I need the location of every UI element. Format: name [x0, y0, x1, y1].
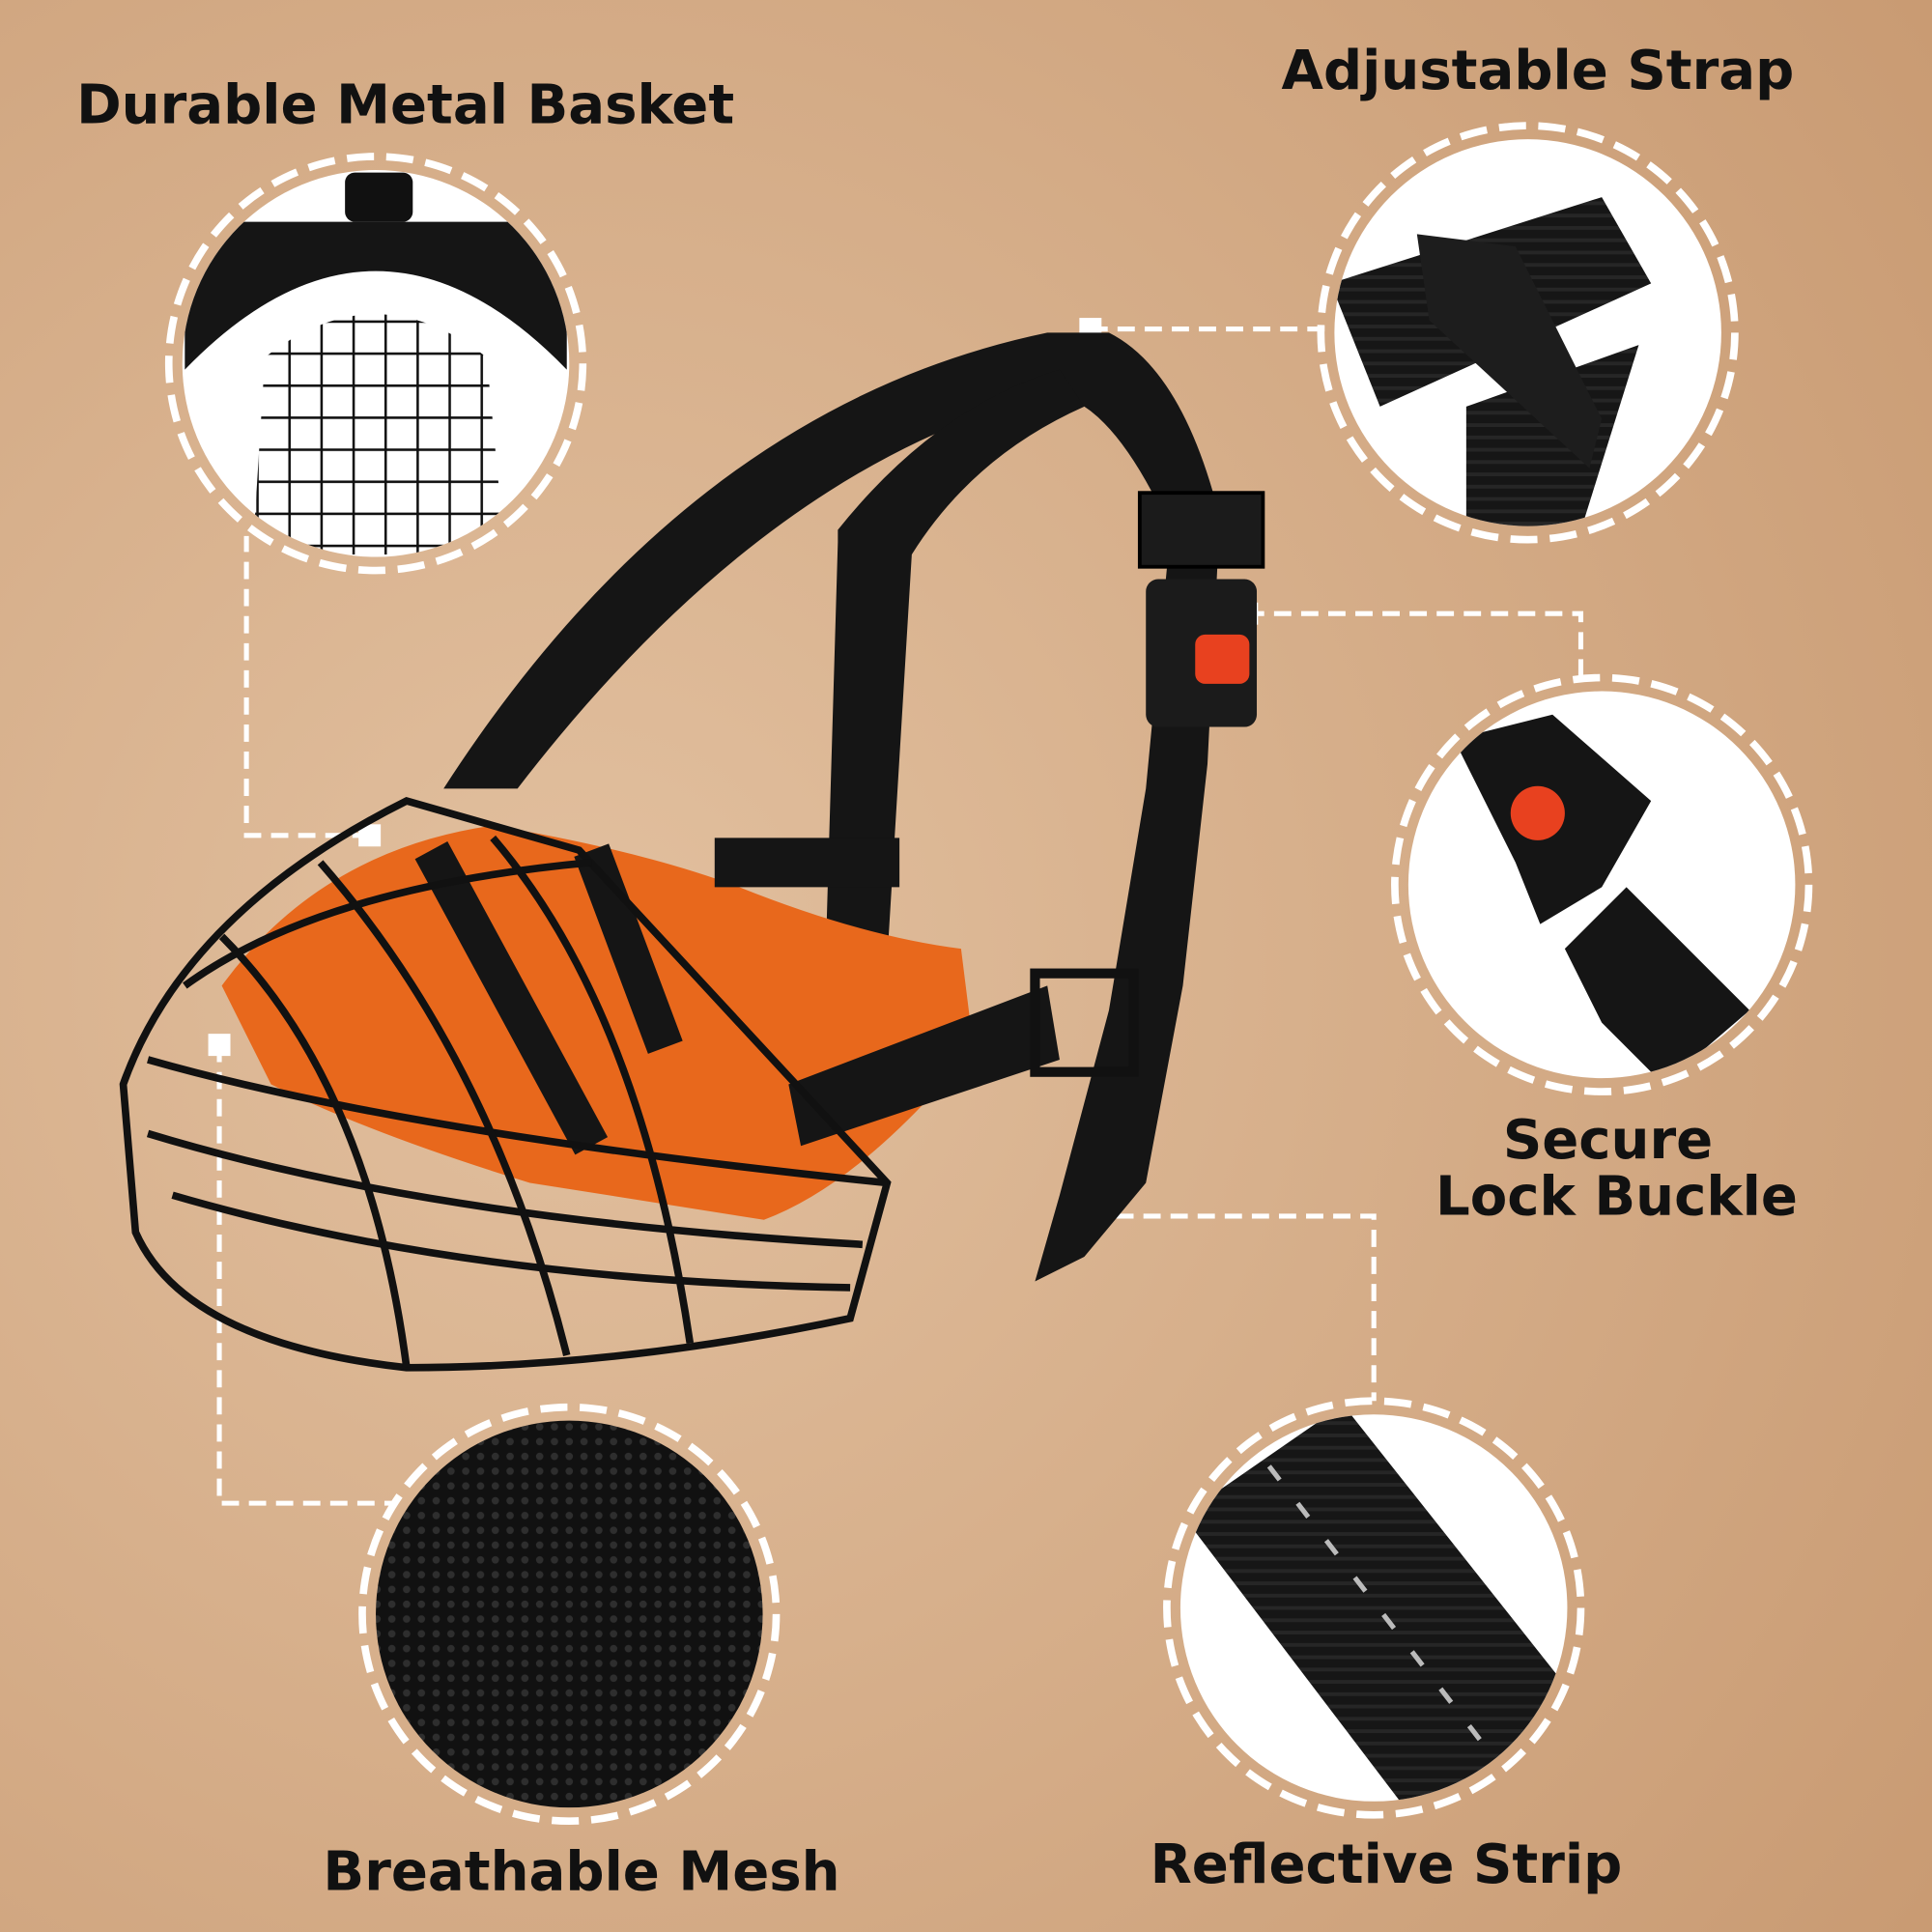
head-strap — [443, 332, 1220, 1282]
detail-circle-reflective — [1163, 1397, 1585, 1819]
top-strap — [825, 369, 1085, 961]
callout-line-mesh — [216, 1044, 397, 1506]
detail-circle-mesh — [358, 1403, 781, 1826]
muzzle-product-image — [119, 332, 1265, 1372]
label-reflective-strip: Reflective Strip — [1151, 1833, 1623, 1896]
label-breathable-mesh: Breathable Mesh — [323, 1841, 839, 1904]
detail-circle-strap — [1317, 122, 1739, 544]
label-adjustable-strap: Adjustable Strap — [1282, 40, 1795, 102]
callout-lines — [216, 327, 1584, 1506]
detail-circle-buckle — [1391, 673, 1813, 1095]
callout-line-buckle — [1246, 611, 1584, 681]
label-durable-metal-basket: Durable Metal Basket — [76, 74, 734, 137]
callout-line-basket — [243, 535, 370, 838]
label-secure: Secure — [1503, 1109, 1713, 1172]
wire-cage — [119, 796, 892, 1372]
detail-circle-basket — [164, 153, 587, 575]
label-lock-buckle: Lock Buckle — [1435, 1166, 1798, 1229]
callout-line-reflective — [1089, 1213, 1377, 1402]
